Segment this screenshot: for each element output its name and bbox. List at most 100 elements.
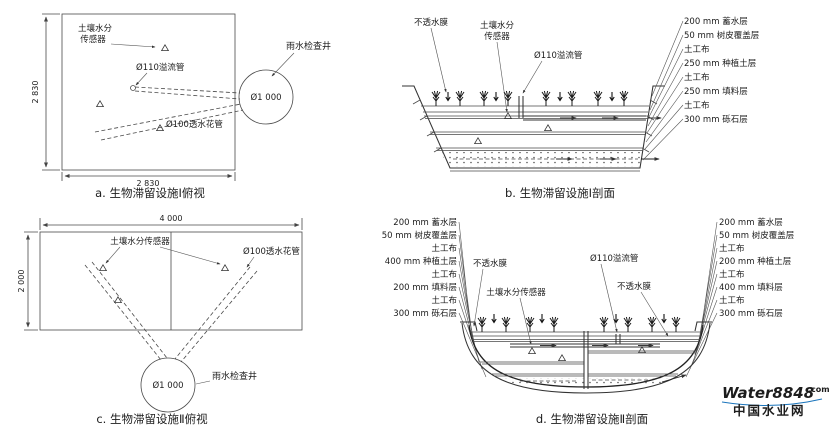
layer-label: 土工布 — [684, 72, 710, 83]
membrane-label: 不透水膜 — [617, 281, 652, 292]
sensor-triangle-icon — [528, 347, 536, 355]
watermark-brand: Water8848 — [722, 384, 814, 402]
panel-a-plan-view-1: 2 830 2 830 土壤水分 传感器 Ø110溢流管 Ø100透水花管 — [31, 13, 331, 200]
plant-icon — [479, 90, 489, 107]
down-arrow-icon — [661, 313, 667, 324]
layer-label: 50 mm 树皮覆盖层 — [684, 30, 759, 41]
soil-sensor-callout: 土壤水分传感器 — [486, 287, 546, 345]
dim-label: 2 830 — [137, 179, 160, 188]
membrane-label: 不透水膜 — [473, 258, 508, 269]
dim-label: 2 000 — [17, 270, 26, 293]
sensor-triangle-icon — [544, 124, 552, 132]
layer-label: 400 mm 填料层 — [719, 282, 783, 293]
layer-labels-right: 200 mm 蓄水层 50 mm 树皮覆盖层 土工布 200 mm 种植土层 土… — [685, 217, 794, 378]
layer-label: 土工布 — [684, 44, 710, 55]
watermark: Water8848 .com 中国水业网 — [721, 384, 829, 418]
dimension-left: 2 000 — [17, 231, 38, 331]
layer-label: 200 mm 蓄水层 — [393, 217, 457, 228]
dimension-left: 2 830 — [31, 13, 60, 171]
layer-label: 土工布 — [719, 243, 745, 254]
soil-sensor-label: 土壤水分传感器 — [486, 287, 546, 298]
impermeable-membrane-line — [468, 324, 704, 388]
sensor-triangle-icon — [99, 264, 107, 272]
layer-label: 土工布 — [684, 100, 710, 111]
layer-label: 土工布 — [431, 269, 457, 280]
layer-label: 250 mm 种植土层 — [684, 58, 756, 69]
layer-labels: 200 mm 蓄水层 50 mm 树皮覆盖层 土工布 250 mm 种植土层 土… — [642, 16, 759, 161]
panel-c-plan-view-2: 4 000 2 000 土壤水分传感器 Ø100透水花管 Ø1 000 雨水检查… — [17, 214, 303, 426]
membrane-callout: 不透水膜 — [414, 17, 449, 93]
plant-icon — [599, 316, 609, 333]
pipe-inlet — [130, 85, 136, 91]
sensor-triangle-icon — [161, 44, 169, 52]
layer-label: 300 mm 砾石层 — [719, 308, 783, 319]
perforated-pipe-label: Ø100透水花管 — [243, 246, 300, 257]
overflow-pipe-callout: Ø110溢流管 — [522, 50, 582, 94]
plant-icon — [501, 316, 511, 333]
overflow-pipe-label: Ø110溢流管 — [136, 62, 184, 73]
inspection-well: Ø1 000 雨水检查井 — [238, 40, 331, 125]
down-arrow-icon — [491, 313, 497, 324]
watermark-site-name: 中国水业网 — [733, 403, 806, 418]
membrane-callout-left: 不透水膜 — [473, 258, 508, 327]
perforated-pipe-callout: Ø100透水花管 — [243, 246, 300, 268]
basin-boundary — [61, 13, 236, 171]
perforated-pipes — [84, 261, 258, 363]
layer-label: 土工布 — [431, 295, 457, 306]
pipes — [510, 334, 687, 383]
soil-sensor-markers — [99, 264, 229, 304]
inspection-well-label: 雨水检查井 — [286, 40, 331, 52]
sensor-triangle-icon — [474, 137, 482, 145]
down-arrow-icon — [445, 91, 451, 102]
layer-label: 250 mm 填料层 — [684, 86, 748, 97]
plant-icon — [477, 316, 487, 333]
layer-lines — [421, 105, 649, 167]
layer-label: 50 mm 树皮覆盖层 — [382, 230, 457, 241]
well-circle — [238, 69, 294, 125]
plant-icon — [549, 316, 559, 333]
well-diameter-label: Ø1 000 — [152, 380, 183, 391]
overflow-pipe-label: Ø110溢流管 — [590, 253, 638, 264]
well-diameter-label: Ø1 000 — [250, 92, 281, 103]
gravel-layer — [588, 378, 674, 385]
panel-a-caption: a. 生物滞留设施Ⅰ俯视 — [95, 186, 205, 200]
soil-sensor-callout: 土壤水分传感器 — [105, 236, 221, 265]
basin-outline — [460, 321, 712, 394]
layer-label: 200 mm 蓄水层 — [684, 16, 748, 27]
sensor-triangle-icon — [114, 296, 122, 304]
membrane-callout-right: 不透水膜 — [617, 281, 669, 337]
layer-labels-left: 200 mm 蓄水层 50 mm 树皮覆盖层 土工布 400 mm 种植土层 土… — [382, 217, 487, 378]
soil-sensor-label: 传感器 — [80, 34, 106, 45]
inspection-well-label: 雨水检查井 — [212, 370, 257, 382]
well-circle — [140, 357, 196, 413]
sensor-triangle-icon — [96, 100, 104, 107]
layer-label: 土工布 — [719, 269, 745, 280]
soil-sensor-markers — [96, 44, 169, 132]
dimension-bottom: 2 830 — [61, 172, 236, 188]
plant-icon — [431, 90, 441, 107]
infiltration-arrows — [491, 313, 667, 324]
membrane-label: 不透水膜 — [414, 17, 449, 28]
layer-label: 土工布 — [431, 243, 457, 254]
down-arrow-icon — [609, 91, 615, 102]
layer-label: 50 mm 树皮覆盖层 — [719, 230, 794, 241]
plants-row — [477, 316, 681, 333]
soil-sensor-markers — [474, 112, 552, 145]
watermark-domain: .com — [808, 385, 829, 394]
plant-icon — [541, 90, 551, 107]
layer-label: 200 mm 蓄水层 — [719, 217, 783, 228]
panel-b-caption: b. 生物滞留设施Ⅰ剖面 — [505, 186, 615, 200]
plant-icon — [671, 316, 681, 333]
sensor-triangle-icon — [558, 354, 566, 362]
dim-label: 2 830 — [31, 81, 40, 104]
plant-icon — [567, 90, 577, 107]
plant-icon — [647, 316, 657, 333]
soil-sensor-markers — [528, 346, 646, 362]
inspection-well: Ø1 000 雨水检查井 — [140, 357, 257, 413]
plant-icon — [623, 316, 633, 333]
plant-icon — [619, 90, 629, 107]
layer-label: 土工布 — [719, 295, 745, 306]
panel-d-section-2: 200 mm 蓄水层 50 mm 树皮覆盖层 土工布 400 mm 种植土层 土… — [382, 217, 795, 426]
